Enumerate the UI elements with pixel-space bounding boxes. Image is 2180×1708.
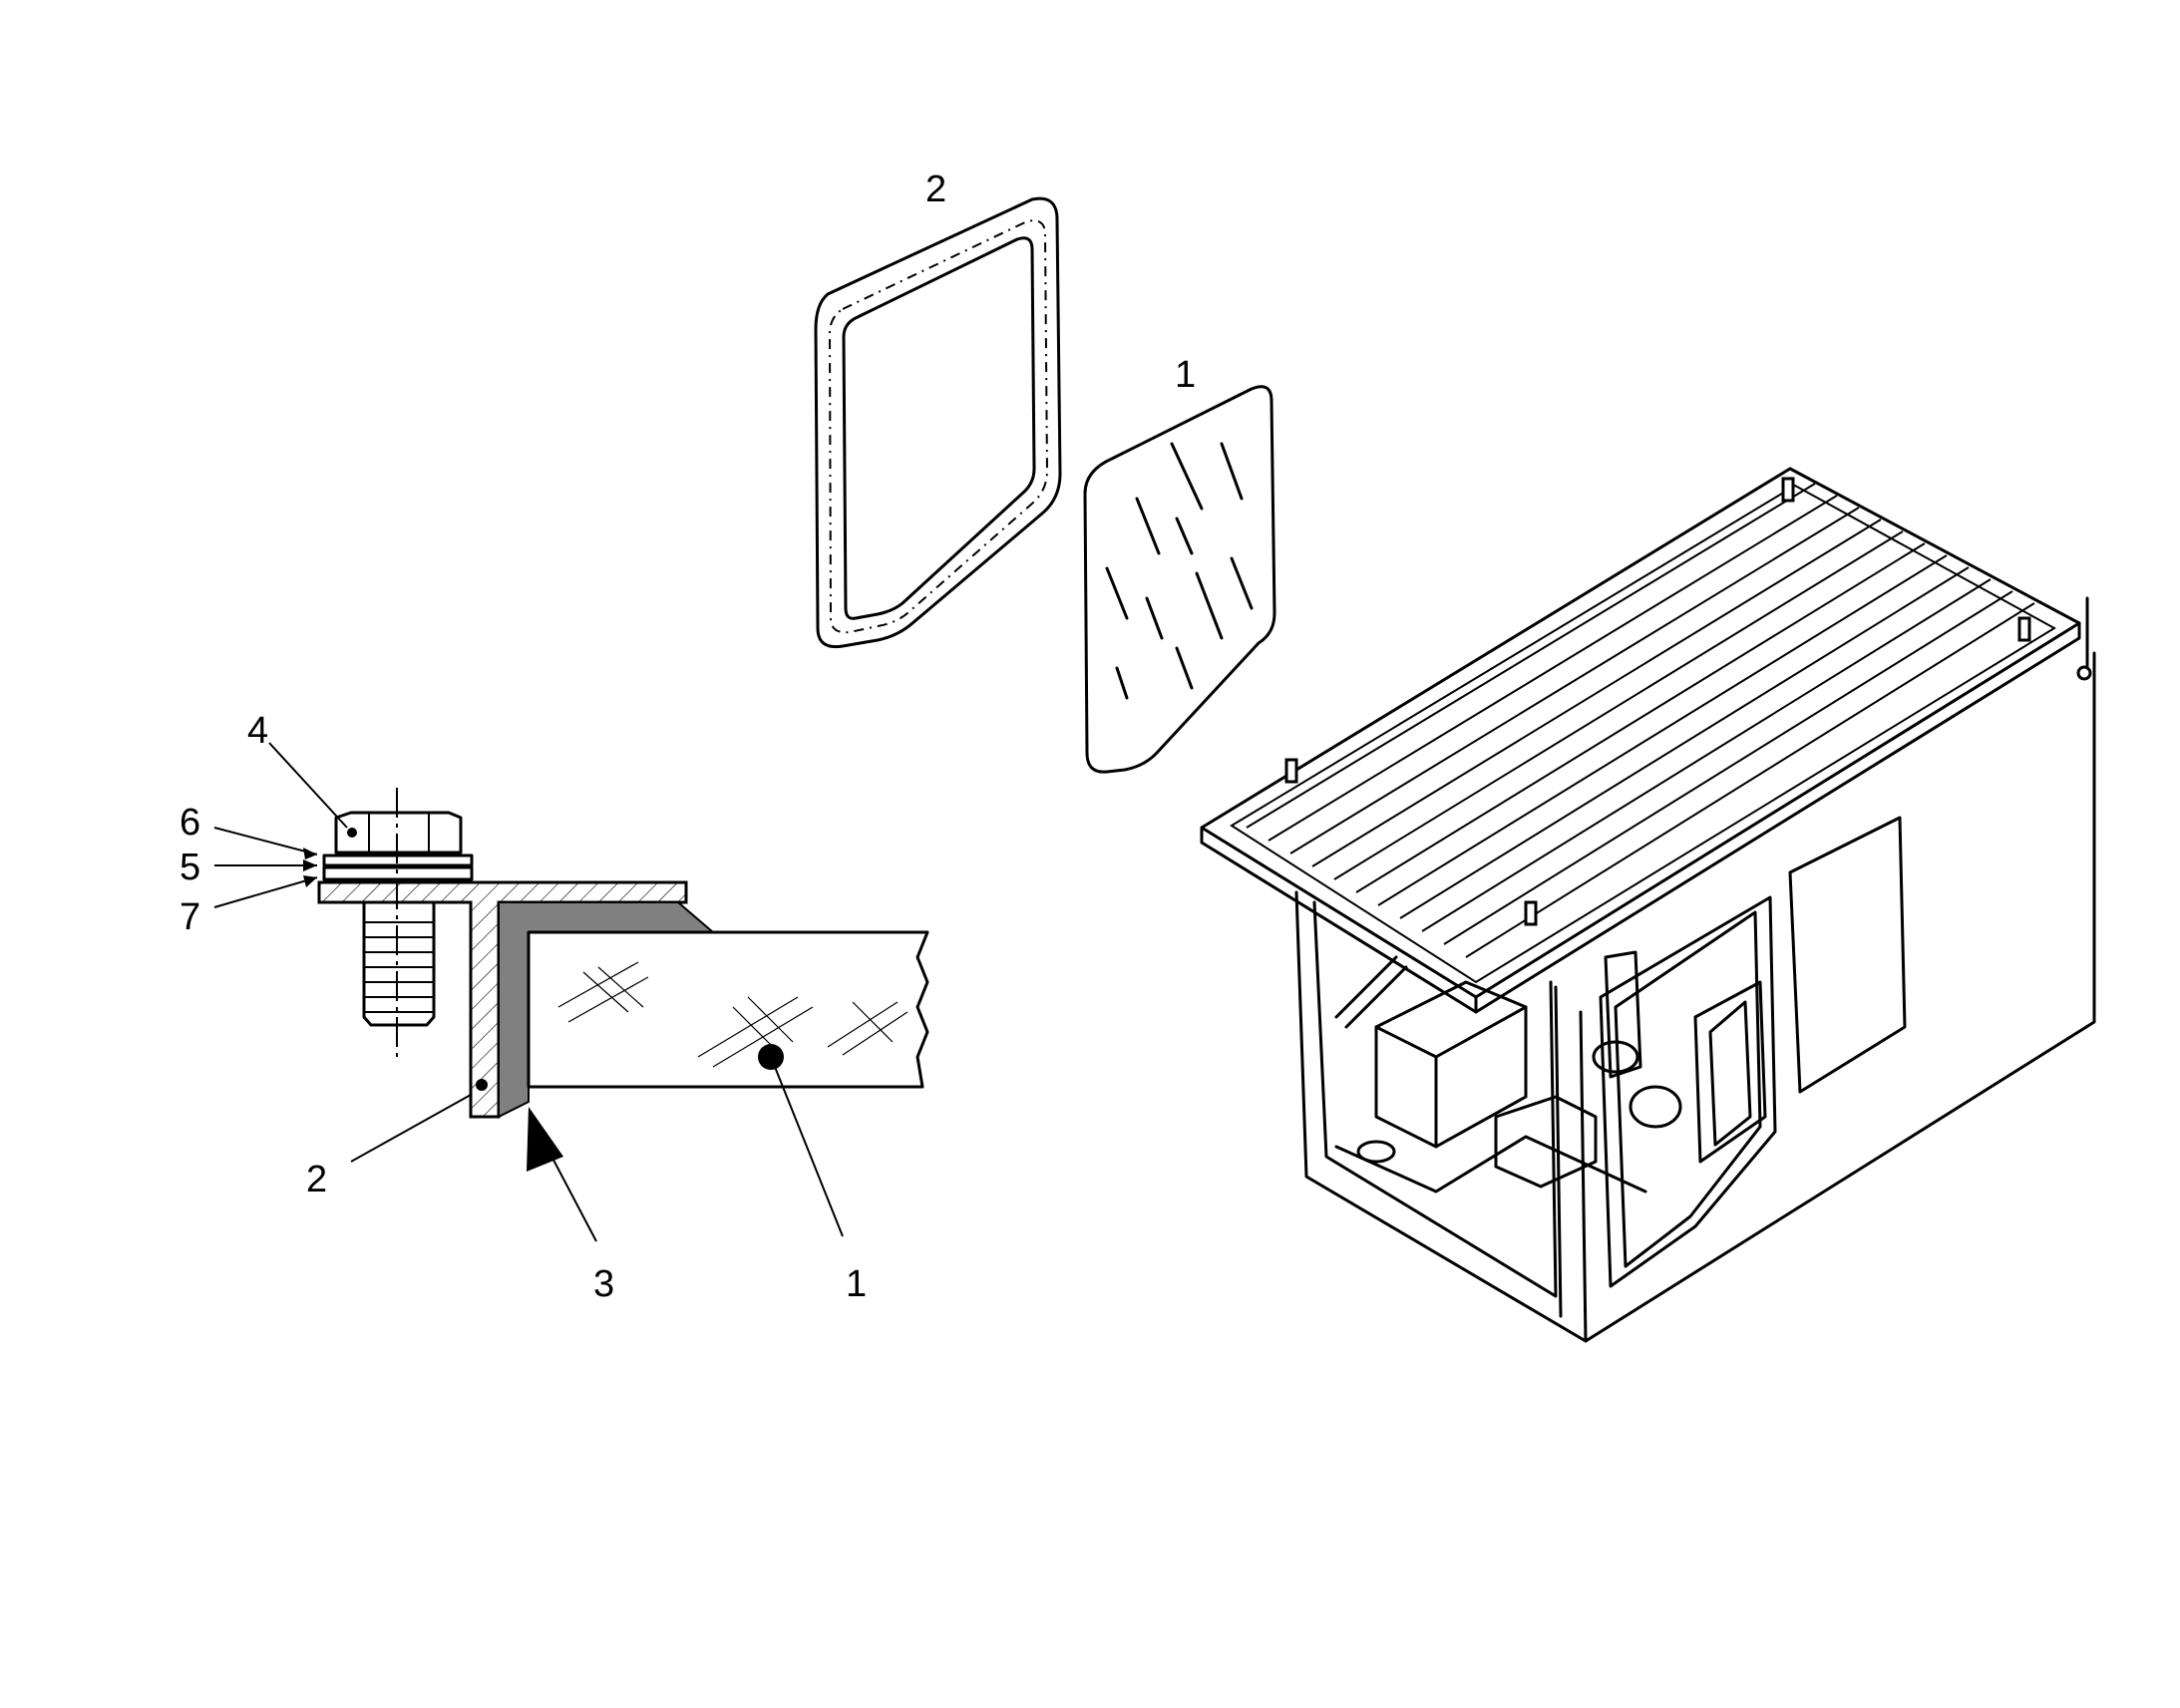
- callout-washer-upper: 6: [180, 802, 200, 844]
- window-glass: [1083, 385, 1276, 774]
- callout-glass-top: 1: [1175, 354, 1196, 396]
- callout-gasket-top: 2: [925, 169, 946, 210]
- section-detail: [317, 788, 929, 1119]
- callout-glass-detail: 1: [846, 1263, 867, 1305]
- roof-rails: [1230, 483, 2056, 984]
- callout-bolt: 4: [247, 710, 268, 752]
- callout-washer-mid: 5: [180, 847, 200, 888]
- hex-bolt: [322, 788, 474, 1057]
- operator-cab: [1200, 467, 2096, 1343]
- callout-sealant: 3: [593, 1263, 614, 1305]
- leader-arrowheads: [303, 848, 563, 1172]
- callout-gasket-detail: 2: [306, 1159, 327, 1200]
- leader-lines: [213, 742, 844, 1242]
- callout-washer-lower: 7: [180, 896, 200, 938]
- window-gasket: [814, 196, 1062, 649]
